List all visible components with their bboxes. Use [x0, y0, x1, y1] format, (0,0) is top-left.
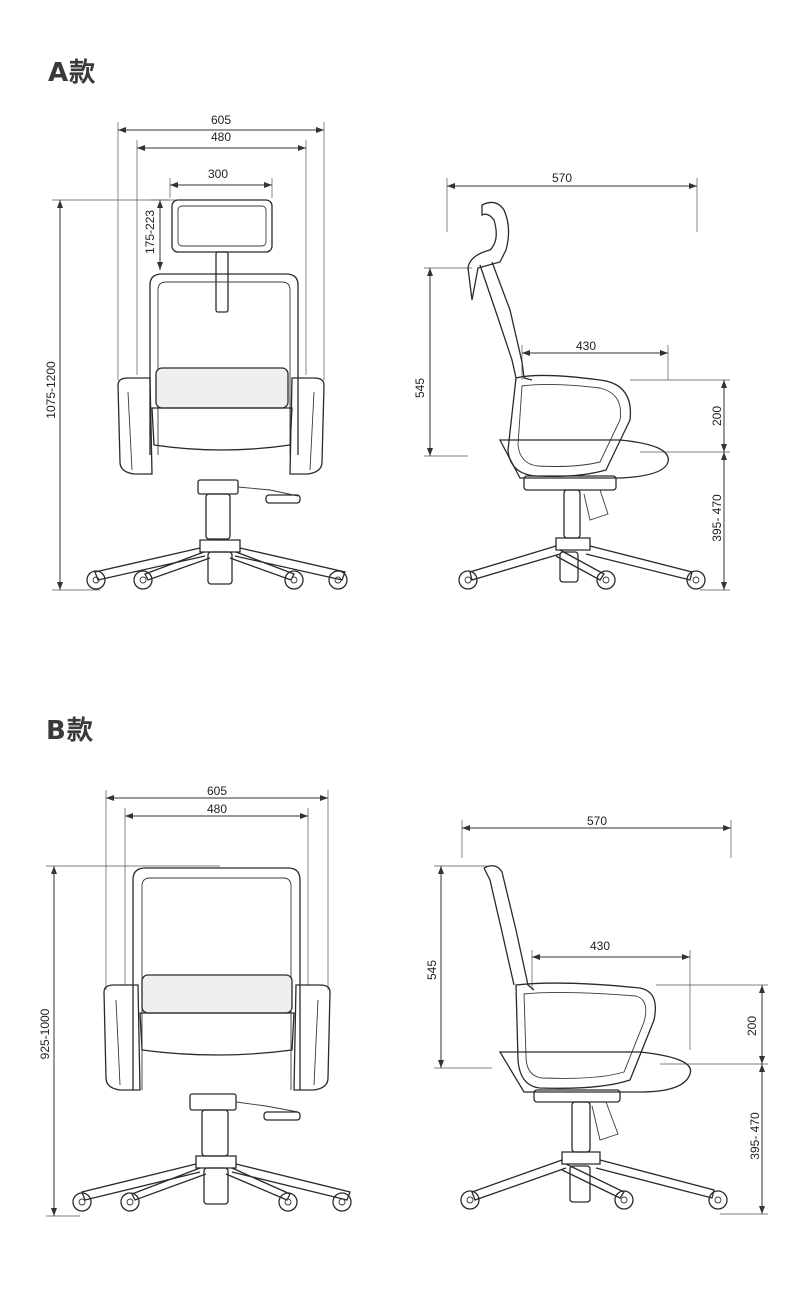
label-inner-width-b: 480: [207, 802, 227, 816]
dimension-depth-b: 570: [461, 814, 732, 858]
chair-side-a: [458, 201, 706, 590]
front-view-b: 605 480 925-1000: [38, 784, 352, 1217]
label-back-height-b: 545: [425, 960, 439, 980]
side-view-b: 570 430 545 200 395- 470: [425, 814, 768, 1215]
chair-front-b: [72, 867, 352, 1212]
dimension-arm-height-a: 200: [630, 379, 730, 453]
label-total-height-a: 1075-1200: [44, 361, 58, 419]
dimension-back-height-a: 545: [413, 267, 472, 457]
label-inner-width-a: 480: [211, 130, 231, 144]
label-overall-width-b: 605: [207, 784, 227, 798]
dimension-total-height-a: 1075-1200: [44, 199, 170, 591]
label-total-height-b: 925-1000: [38, 1008, 52, 1059]
dimension-inner-width-b: 480: [124, 802, 309, 985]
dimension-seat-height-a: 395- 470: [700, 452, 730, 591]
label-overall-width-a: 605: [211, 113, 231, 127]
dimension-seat-depth-a: 430: [521, 339, 669, 380]
dimension-overall-width-b: 605: [105, 784, 329, 990]
label-seat-depth-b: 430: [590, 939, 610, 953]
dimension-seat-height-b: 395- 470: [720, 1064, 768, 1215]
label-depth-a: 570: [552, 171, 572, 185]
dimension-total-height-b: 925-1000: [38, 865, 220, 1217]
dimension-headrest-width-a: 300: [169, 167, 273, 198]
dimension-inner-width-a: 480: [136, 130, 307, 375]
label-seat-height-a: 395- 470: [710, 494, 724, 542]
label-back-height-a: 545: [413, 378, 427, 398]
section-title-a: A款: [48, 58, 97, 88]
chair-side-b: [460, 865, 728, 1210]
dimension-arm-height-b: 200: [656, 984, 768, 1065]
label-headrest-width-a: 300: [208, 167, 228, 181]
label-arm-height-a: 200: [710, 406, 724, 426]
dimension-overall-width-a: 605: [117, 113, 325, 380]
label-headrest-adjust-a: 175-223: [143, 210, 157, 254]
front-view-a: 605 480 300 175-223: [44, 113, 348, 591]
section-title-b: B款: [46, 716, 94, 746]
label-seat-depth-a: 430: [576, 339, 596, 353]
label-arm-height-b: 200: [745, 1016, 759, 1036]
dimension-back-height-b: 545: [425, 865, 492, 1069]
label-seat-height-b: 395- 470: [748, 1112, 762, 1160]
side-view-a: 570 430 545 200 395- 470: [413, 171, 730, 591]
chair-front-a: [86, 199, 348, 590]
dimension-seat-depth-b: 430: [531, 939, 691, 1050]
dimension-headrest-adjust-a: 175-223: [143, 199, 220, 270]
label-depth-b: 570: [587, 814, 607, 828]
dimension-depth-a: 570: [446, 171, 698, 232]
